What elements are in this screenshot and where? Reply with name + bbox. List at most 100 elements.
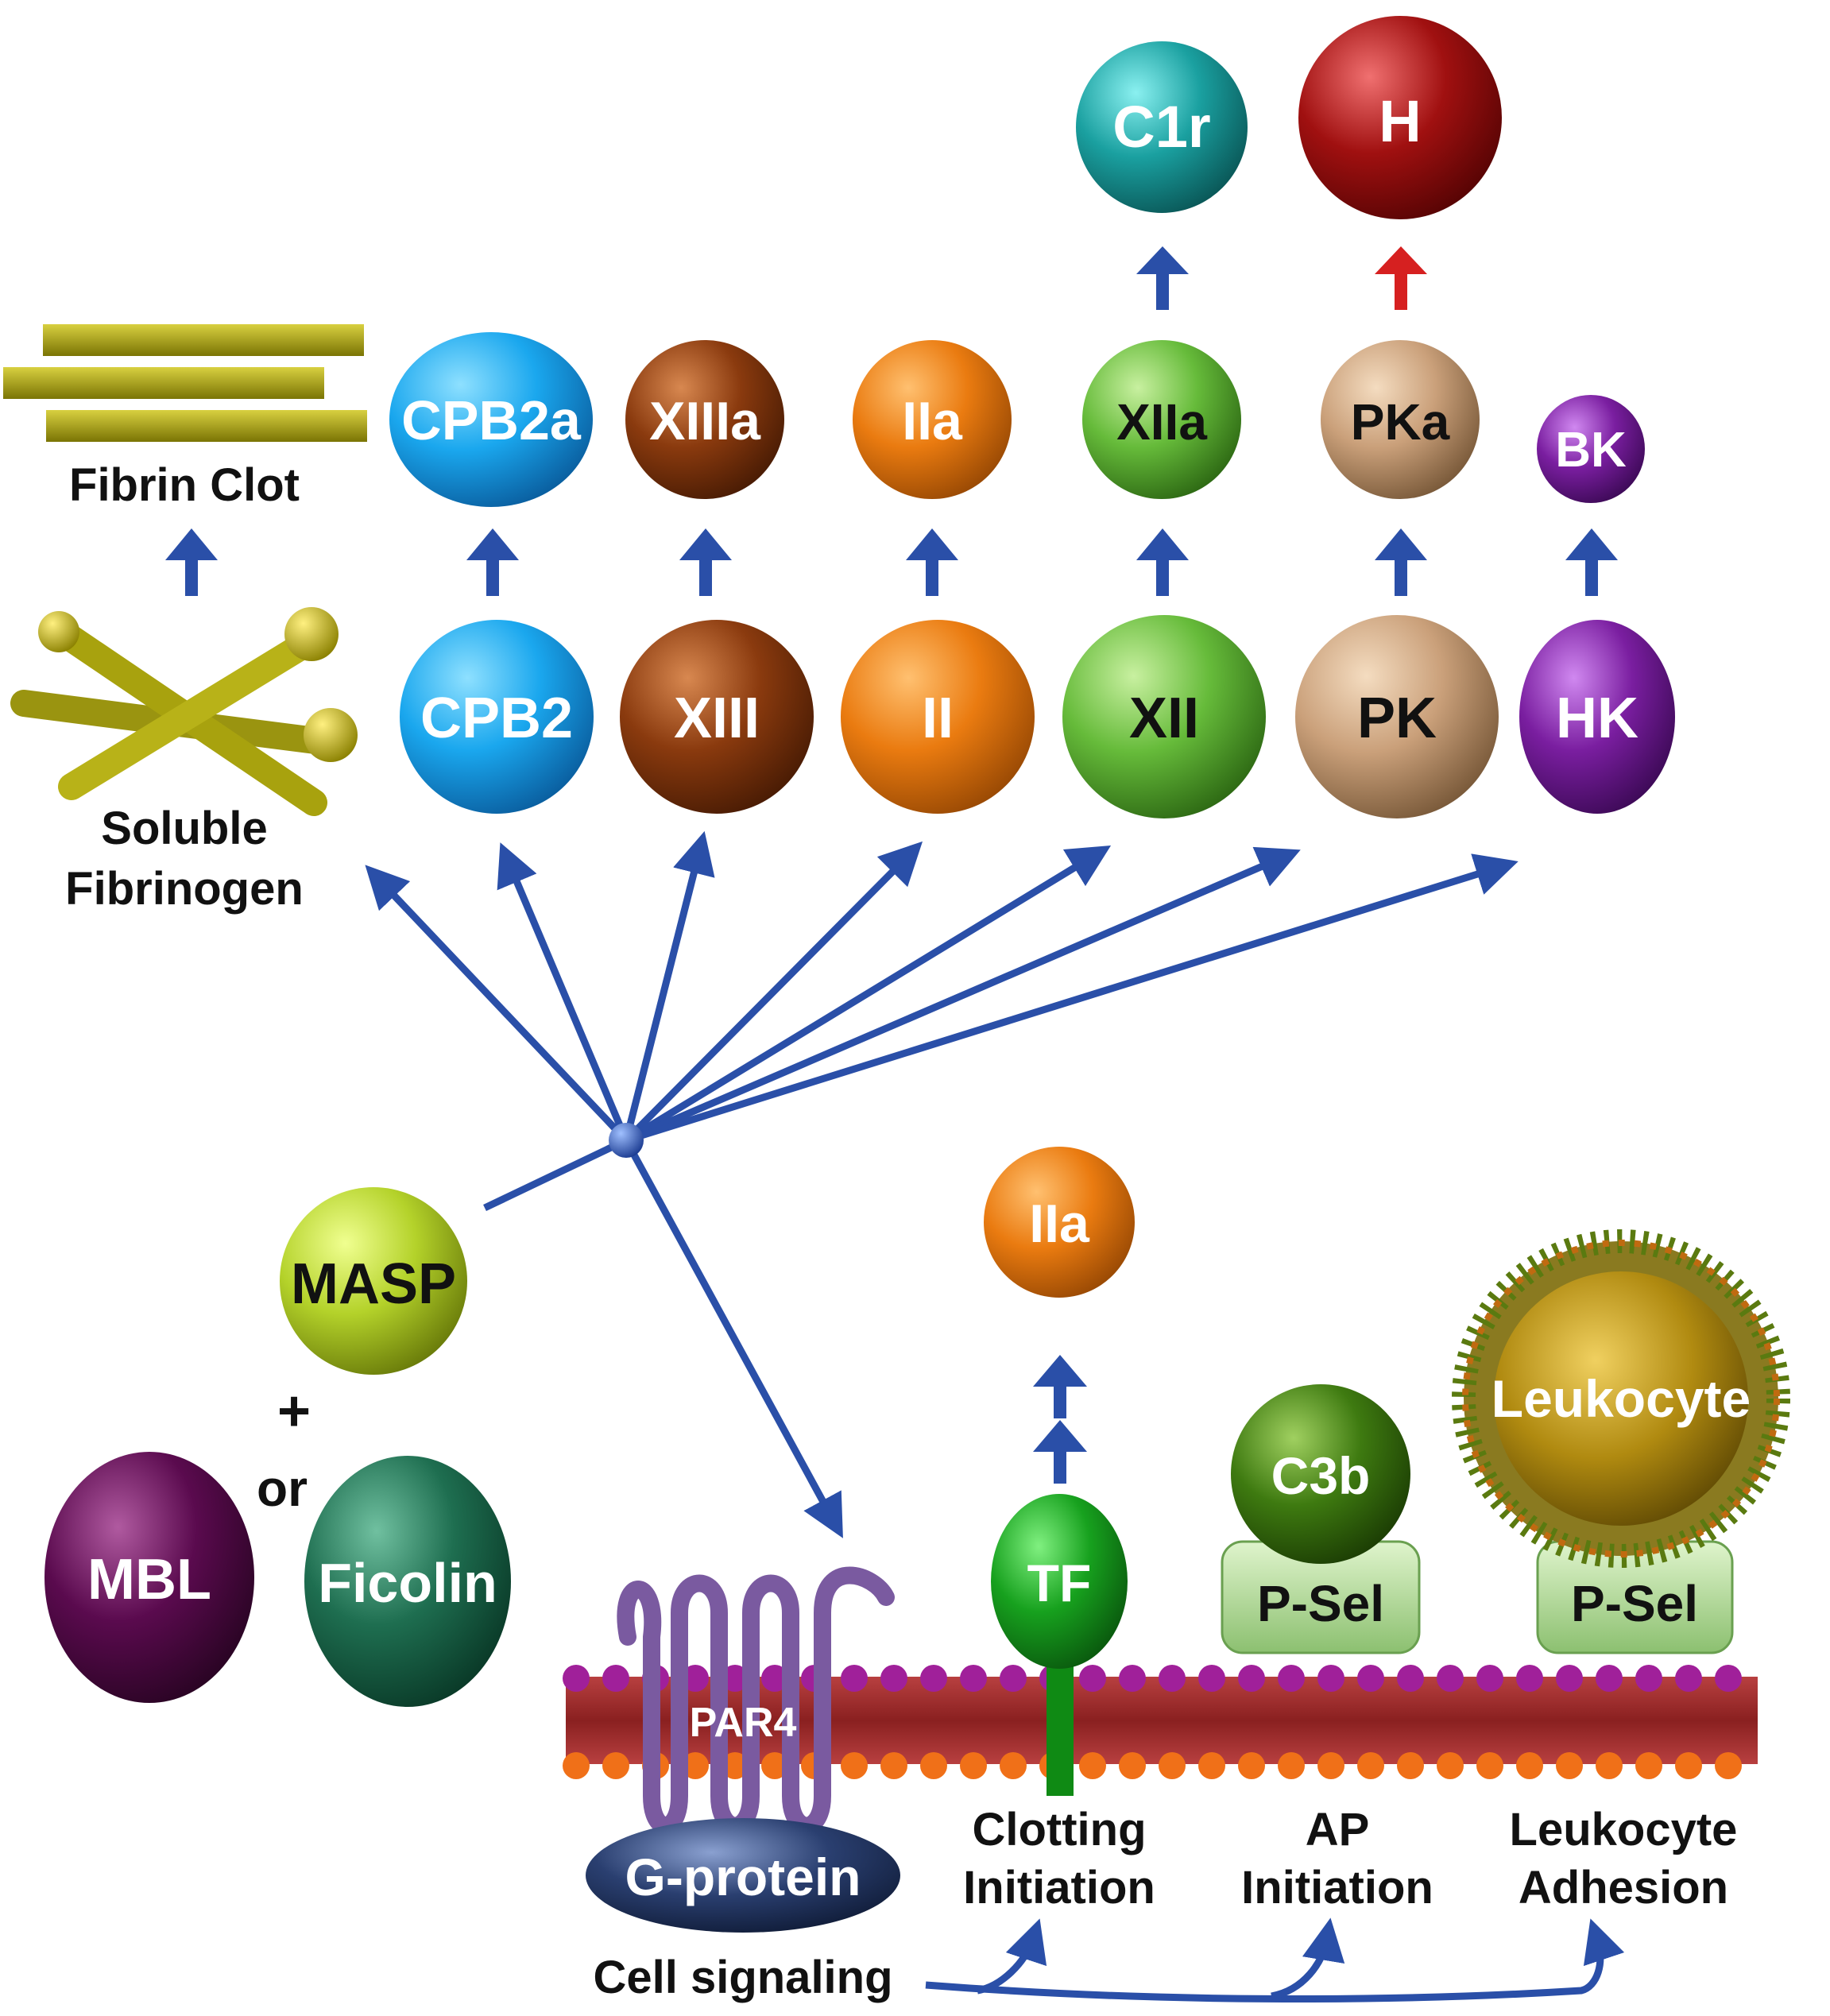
lipid-heads-top	[563, 1665, 1742, 1692]
lipid-head-top	[841, 1665, 868, 1692]
iia-lower-label: IIa	[1029, 1194, 1090, 1254]
hub-arrows	[365, 830, 1519, 1538]
lipid-head-top	[1079, 1665, 1106, 1692]
lipid-head-bottom	[841, 1752, 868, 1779]
xii-label: XII	[1129, 687, 1199, 750]
xiii-node: XIII	[620, 620, 814, 814]
lipid-head-top	[1675, 1665, 1702, 1692]
lipid-head-top	[920, 1665, 947, 1692]
leukocyte-adhesion-label-2: Adhesion	[1519, 1862, 1728, 1913]
mbl-label: MBL	[87, 1548, 211, 1612]
lipid-head-bottom	[1715, 1752, 1742, 1779]
lipid-head-top	[1357, 1665, 1384, 1692]
lipid-head-bottom	[1596, 1752, 1623, 1779]
clotting-label: Clotting	[972, 1804, 1146, 1855]
lipid-head-top	[722, 1665, 749, 1692]
lipid-head-bottom	[1119, 1752, 1146, 1779]
hub-arrow-par4	[623, 1138, 843, 1538]
lipid-head-top	[1516, 1665, 1543, 1692]
xiii-label: XIII	[674, 687, 760, 750]
up-arrow-xii	[1136, 528, 1189, 596]
h-label: H	[1379, 88, 1421, 154]
soluble-fibrinogen-icon	[10, 607, 358, 816]
up-arrow-cpb2	[466, 528, 519, 596]
hub-arrow-ii	[623, 841, 923, 1143]
lipid-head-bottom	[682, 1752, 709, 1779]
lipid-head-top	[1000, 1665, 1027, 1692]
ii-label: II	[922, 687, 954, 750]
psel-2-label: P-Sel	[1571, 1575, 1698, 1632]
activation-up-arrows	[165, 528, 1618, 596]
ficolin-node: Ficolin	[304, 1456, 511, 1707]
clotting-initiation-label: Initiation	[963, 1862, 1155, 1913]
lipid-head-top	[1437, 1665, 1464, 1692]
leukocyte-adhesion-label-1: Leukocyte	[1510, 1804, 1738, 1855]
lipid-head-top	[1159, 1665, 1186, 1692]
lipid-head-bottom	[1357, 1752, 1384, 1779]
cpb2a-label: CPB2a	[401, 389, 582, 451]
lipid-head-top	[960, 1665, 987, 1692]
tf-node: TF	[991, 1494, 1128, 1796]
lipid-head-bottom	[1079, 1752, 1106, 1779]
pka-node: PKa	[1321, 340, 1480, 499]
plus-symbol: +	[277, 1379, 311, 1443]
cell-signaling-arrows	[925, 1917, 1625, 2002]
lipid-head-bottom	[1397, 1752, 1424, 1779]
lipid-head-top	[1596, 1665, 1623, 1692]
fibrin-clot-icon	[3, 324, 367, 442]
hk-node: HK	[1519, 620, 1675, 814]
lipid-head-bottom	[1278, 1752, 1305, 1779]
lipid-head-bottom	[1437, 1752, 1464, 1779]
or-label: or	[257, 1460, 308, 1517]
lipid-head-top	[1397, 1665, 1424, 1692]
lipid-head-top	[1278, 1665, 1305, 1692]
iia-node: IIa	[853, 340, 1012, 499]
iia-lower-node: IIa	[984, 1147, 1135, 1298]
lipid-head-bottom	[1000, 1752, 1027, 1779]
hub-arrow-xii	[624, 845, 1112, 1143]
hub-arrow-hk	[625, 853, 1519, 1144]
lipid-head-top	[1238, 1665, 1265, 1692]
pka-label: PKa	[1351, 393, 1450, 451]
lipid-head-bottom	[960, 1752, 987, 1779]
up-arrow-hk	[1565, 528, 1618, 596]
xii-node: XII	[1062, 615, 1266, 818]
masp-label: MASP	[291, 1252, 456, 1316]
hub-arrow-xiii	[622, 830, 715, 1142]
lipid-head-top	[880, 1665, 907, 1692]
masp-node: MASP	[280, 1187, 467, 1375]
lipid-head-bottom	[722, 1752, 749, 1779]
iia-label: IIa	[902, 391, 963, 451]
lipid-head-top	[602, 1665, 629, 1692]
psel-1-label: P-Sel	[1257, 1575, 1384, 1632]
signal-arrow-main	[925, 1918, 1625, 2002]
lipid-head-bottom	[1516, 1752, 1543, 1779]
fibrin-clot-label: Fibrin Clot	[69, 459, 300, 511]
tf-label: TF	[1027, 1554, 1092, 1612]
c3b-node: C3b	[1231, 1384, 1410, 1564]
lipid-head-top	[1317, 1665, 1344, 1692]
lipid-head-bottom	[563, 1752, 590, 1779]
up-arrow-pk	[1375, 528, 1427, 596]
arrow-pka-to-h	[1375, 246, 1427, 310]
lipid-head-bottom	[1556, 1752, 1583, 1779]
signal-arrow-clotting	[977, 1918, 1047, 1995]
ap-initiation-label: Initiation	[1241, 1862, 1433, 1913]
lipid-head-bottom	[1635, 1752, 1662, 1779]
xiiia-label: XIIIa	[649, 391, 761, 451]
lipid-head-top	[1556, 1665, 1583, 1692]
xiia-label: XIIa	[1116, 393, 1207, 451]
hub-arrow-cpb2	[497, 842, 630, 1142]
lipid-head-top	[682, 1665, 709, 1692]
soluble-label: Soluble	[101, 803, 267, 854]
cpb2a-node: CPB2a	[389, 332, 593, 507]
hub-node	[609, 1123, 644, 1158]
h-node: H	[1298, 16, 1502, 219]
xiiia-node: XIIIa	[625, 340, 784, 499]
cell-membrane	[563, 1665, 1758, 1779]
up-arrow-ii	[906, 528, 958, 596]
lipid-head-top	[1119, 1665, 1146, 1692]
hub-input-line	[483, 1136, 628, 1212]
arrow-xiia-to-c1r	[1136, 246, 1189, 310]
up-arrow-xiii	[679, 528, 732, 596]
